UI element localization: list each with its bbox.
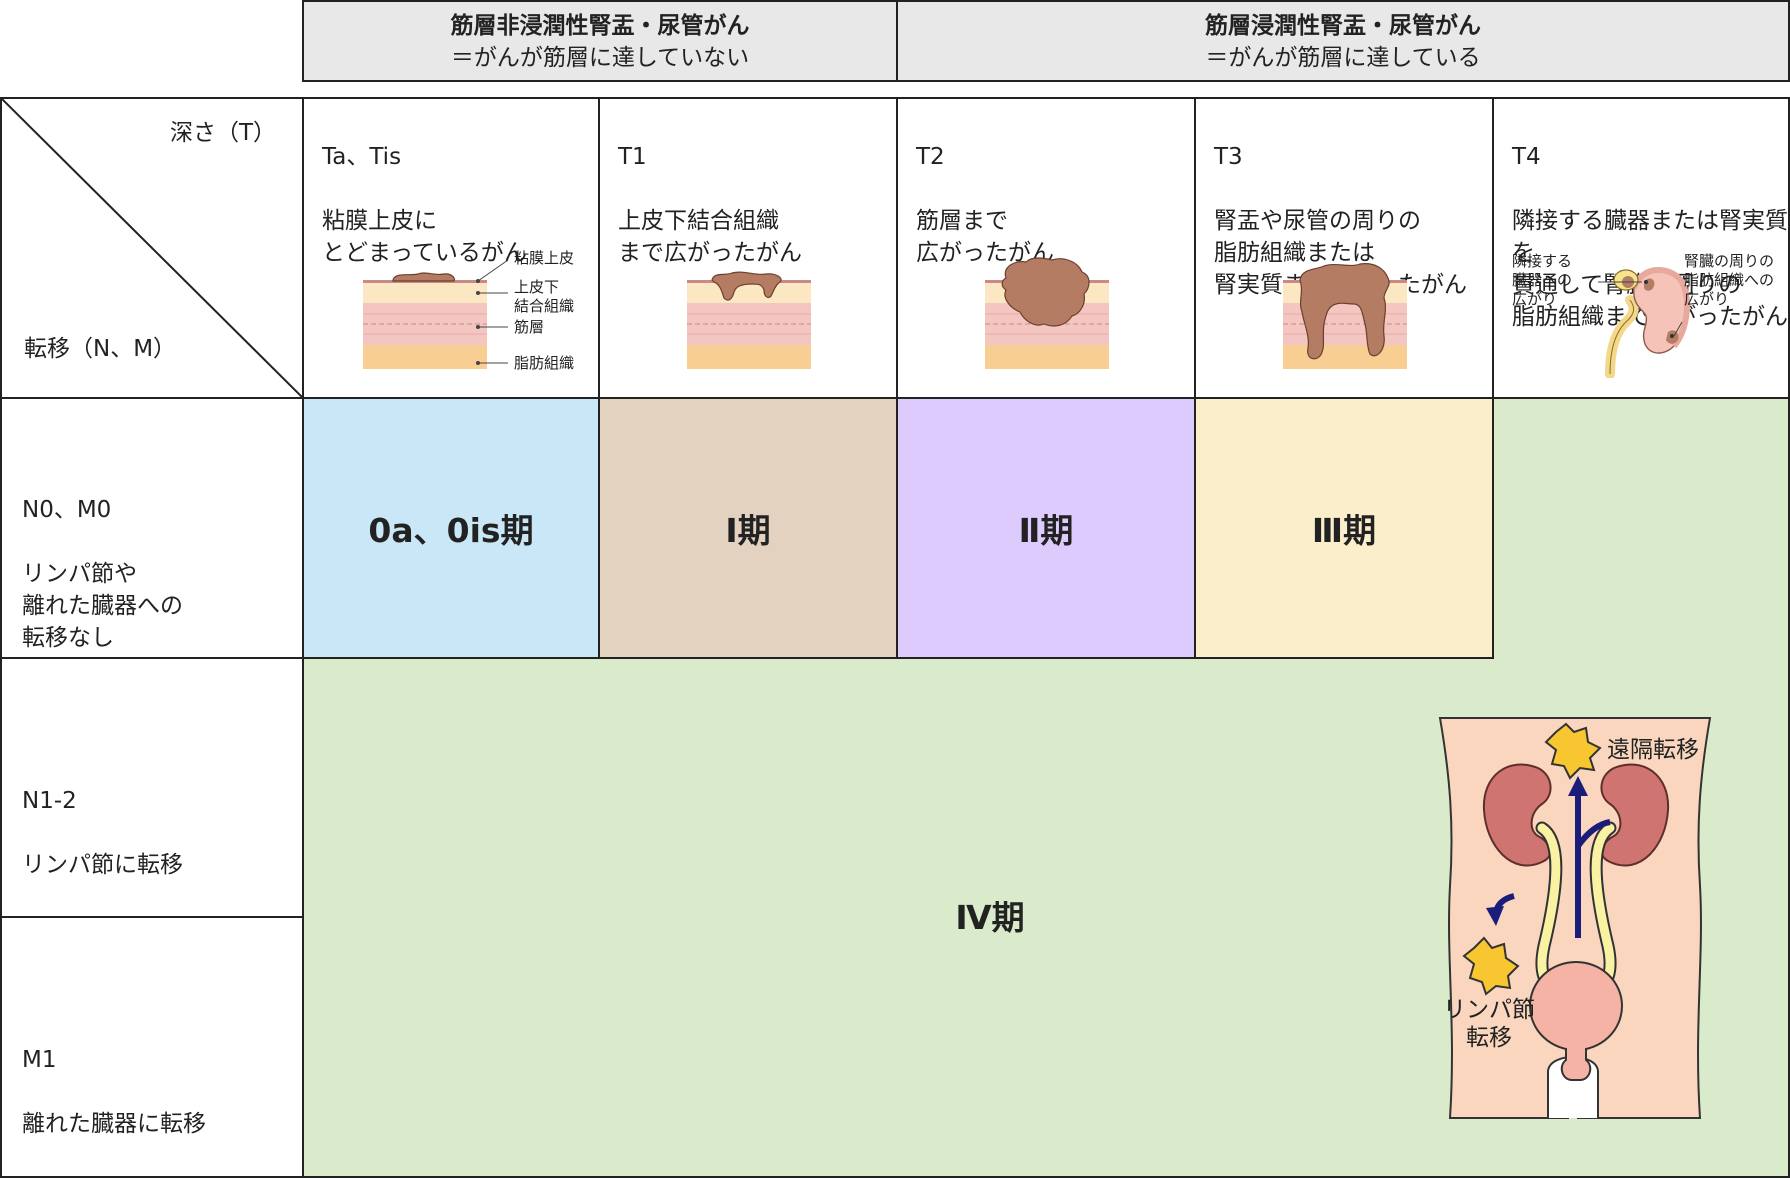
- t4-label-perirenal: 腎臓の周りの 脂肪組織への 広がり: [1684, 252, 1775, 308]
- body-label-lymph: リンパ節 転移: [1443, 997, 1535, 1051]
- header-invasive-subtitle: ＝がんが筋層に達している: [1205, 45, 1481, 71]
- stage-1-cell: Ⅰ期: [598, 397, 898, 659]
- layer-label-subepithelial: 上皮下 結合組織: [514, 278, 575, 315]
- t-desc: 粘膜上皮に とどまっているがん: [322, 208, 527, 266]
- corner-cell: 深さ（T） 転移（N、M）: [0, 97, 304, 399]
- body-label-distant: 遠隔転移: [1607, 737, 1699, 763]
- t-code: Ta、Tis: [322, 144, 402, 170]
- header-non-invasive-subtitle: ＝がんが筋層に達していない: [450, 45, 750, 71]
- row-code: M1: [22, 1047, 57, 1073]
- layer-label-muscle: 筋層: [514, 318, 545, 336]
- tissue-illustration-t3: [1283, 263, 1407, 369]
- row-code: N0、M0: [22, 497, 112, 523]
- tissue-illustration-t2: [985, 257, 1109, 369]
- t-code: T1: [618, 144, 647, 170]
- header-invasive: 筋層浸潤性腎盂・尿管がん ＝がんが筋層に達している: [896, 0, 1790, 82]
- row-n0-m0: N0、M0 リンパ節や 離れた臓器への 転移なし: [0, 397, 304, 659]
- layer-label-fat: 脂肪組織: [514, 354, 575, 372]
- t-column-ta-tis: Ta、Tis 粘膜上皮に とどまっているがん: [302, 97, 600, 399]
- stage-4-label: Ⅳ期: [955, 898, 1025, 937]
- stage-2-cell: Ⅱ期: [896, 397, 1196, 659]
- corner-diagonal: [2, 99, 302, 397]
- stage-2-label: Ⅱ期: [1018, 511, 1074, 550]
- stage-3-label: Ⅲ期: [1311, 511, 1377, 550]
- row-desc: 離れた臓器に転移: [22, 1111, 206, 1137]
- row-m1: M1 離れた臓器に転移: [0, 916, 304, 1178]
- depth-label: 深さ（T）: [169, 120, 276, 146]
- stage-3-cell: Ⅲ期: [1194, 397, 1494, 659]
- t-code: T4: [1512, 144, 1541, 170]
- tissue-illustration-ta: [363, 259, 509, 369]
- layer-label-mucosa: 粘膜上皮: [514, 249, 575, 267]
- row-code: N1-2: [22, 788, 77, 814]
- t4-kidney-illustration: [1598, 267, 1691, 378]
- row-n1-2: N1-2 リンパ節に転移: [0, 657, 304, 918]
- stage-0-cell: 0a、0is期: [302, 397, 600, 659]
- tissue-illustration-t1: [687, 271, 811, 369]
- row-desc: リンパ節に転移: [22, 852, 183, 878]
- body-illustration: [1438, 717, 1712, 1119]
- stage-0-label: 0a、0is期: [368, 511, 534, 550]
- metastasis-label: 転移（N、M）: [24, 336, 177, 362]
- t4-label-adjacent: 隣接する 臓器への 広がり: [1512, 252, 1573, 308]
- stage-1-label: Ⅰ期: [725, 511, 771, 550]
- header-non-invasive: 筋層非浸潤性腎盂・尿管がん ＝がんが筋層に達していない: [302, 0, 898, 82]
- header-non-invasive-title: 筋層非浸潤性腎盂・尿管がん: [450, 13, 750, 39]
- header-invasive-title: 筋層浸潤性腎盂・尿管がん: [1205, 13, 1481, 39]
- row-desc: リンパ節や 離れた臓器への 転移なし: [22, 561, 183, 651]
- t-desc: 上皮下結合組織 まで広がったがん: [618, 208, 802, 266]
- t-column-t4: T4 隣接する臓器または腎実質を 貫通して腎臓の周りの 脂肪組織まで広がったがん: [1492, 97, 1790, 399]
- t-code: T2: [916, 144, 945, 170]
- t-code: T3: [1214, 144, 1243, 170]
